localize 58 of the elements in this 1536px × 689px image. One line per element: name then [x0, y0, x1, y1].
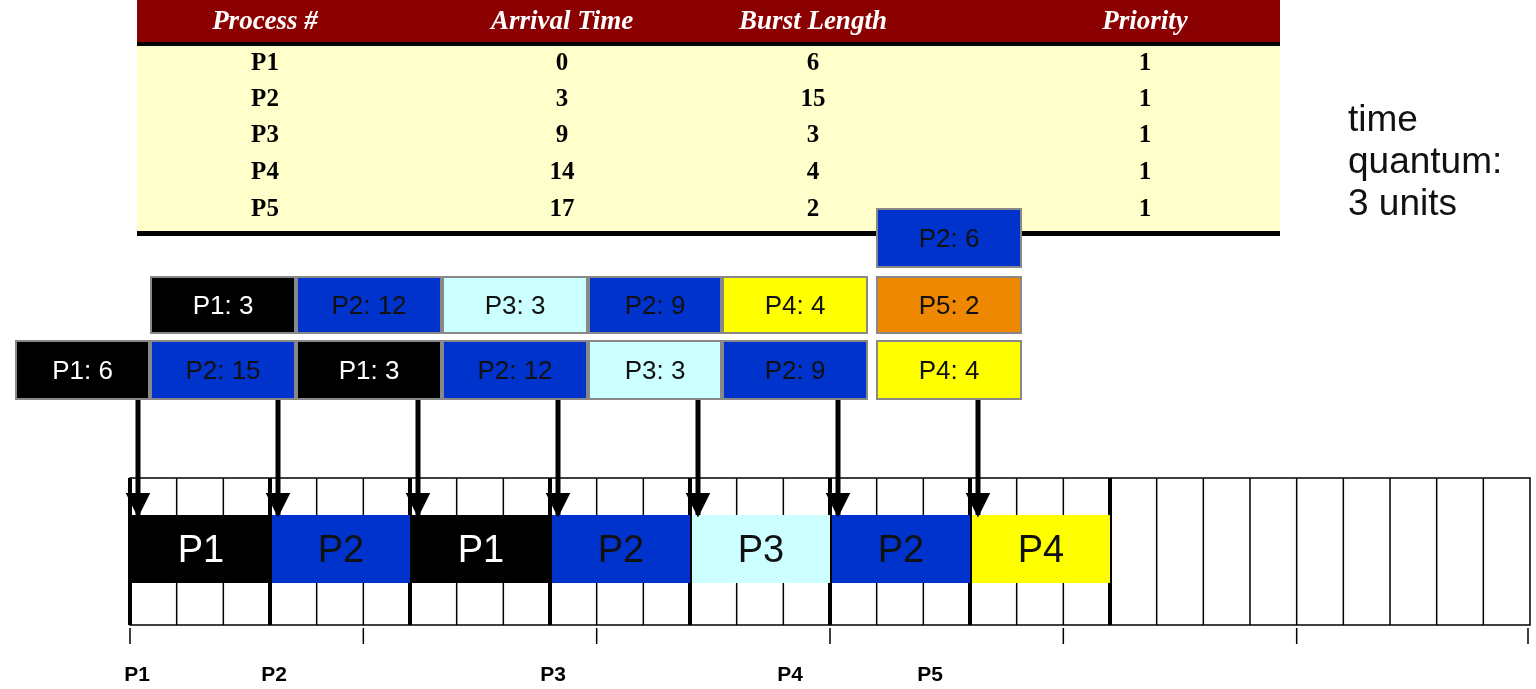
table-cell-text: 6	[805, 47, 821, 77]
arrow	[125, 400, 151, 518]
time-axis-label: P5	[916, 662, 944, 686]
column-header: Priority	[1101, 4, 1189, 36]
column-header: Burst Length	[737, 4, 888, 36]
ready-queue-entry: P3: 3	[588, 340, 722, 400]
ready-queue-entry: P4: 4	[722, 276, 868, 334]
schedule-bar: P3	[692, 515, 830, 583]
arrow	[545, 400, 571, 518]
table-cell-text: P2	[250, 83, 280, 113]
arrow	[405, 400, 431, 518]
table-cell-text: 4	[805, 156, 821, 186]
ready-queue-entry: P1: 3	[150, 276, 296, 334]
schedule-bar: P1	[132, 515, 270, 583]
arrow	[265, 400, 291, 518]
schedule-bar: P2	[552, 515, 690, 583]
column-header: Process #	[211, 4, 319, 36]
table-cell-text: 14	[548, 156, 576, 186]
table-cell-text: 1	[1137, 83, 1153, 113]
table-cell-text: 1	[1137, 156, 1153, 186]
table-cell-text: 0	[554, 47, 570, 77]
ready-queue-entry: P5: 2	[876, 276, 1022, 334]
ready-queue-entry: P2: 12	[296, 276, 442, 334]
table-cell-text: 3	[554, 83, 570, 113]
note-text: time quantum: 3 units	[1348, 98, 1504, 224]
ready-queue-entry: P3: 3	[442, 276, 588, 334]
schedule-bar: P4	[972, 515, 1110, 583]
table-cell-text: P1	[250, 47, 280, 77]
time-axis-label: P1	[123, 662, 151, 686]
table-cell-text: 3	[805, 119, 821, 149]
table-cell-text: 17	[548, 193, 576, 223]
ready-queue-entry: P2: 9	[722, 340, 868, 400]
ready-queue-entry: P2: 9	[588, 276, 722, 334]
table-cell-text: P4	[250, 156, 280, 186]
table-cell-text: 15	[799, 83, 827, 113]
arrow	[825, 400, 851, 518]
ready-queue-entry: P4: 4	[876, 340, 1022, 400]
schedule-bar: P2	[272, 515, 410, 583]
arrow	[965, 400, 991, 518]
ready-queue-entry: P2: 15	[150, 340, 296, 400]
ready-queue-entry: P2: 12	[442, 340, 588, 400]
time-axis-label: P2	[260, 662, 288, 686]
time-axis-label: P4	[776, 662, 804, 686]
ready-queue-entry: P2: 6	[876, 208, 1022, 268]
table-cell-text: P3	[250, 119, 280, 149]
table-cell-text: 9	[554, 119, 570, 149]
ready-queue-entry: P1: 6	[15, 340, 150, 400]
schedule-bar: P2	[832, 515, 970, 583]
table-cell-text: 1	[1137, 47, 1153, 77]
table-cell-text: 1	[1137, 119, 1153, 149]
table-cell-text: 2	[805, 193, 821, 223]
table-cell-text: P5	[250, 193, 280, 223]
ready-queue-entry: P1: 3	[296, 340, 442, 400]
table-cell-text: 1	[1137, 193, 1153, 223]
time-axis-label: P3	[539, 662, 567, 686]
column-header: Arrival Time	[488, 4, 635, 36]
schedule-bar: P1	[412, 515, 550, 583]
arrow	[685, 400, 711, 518]
